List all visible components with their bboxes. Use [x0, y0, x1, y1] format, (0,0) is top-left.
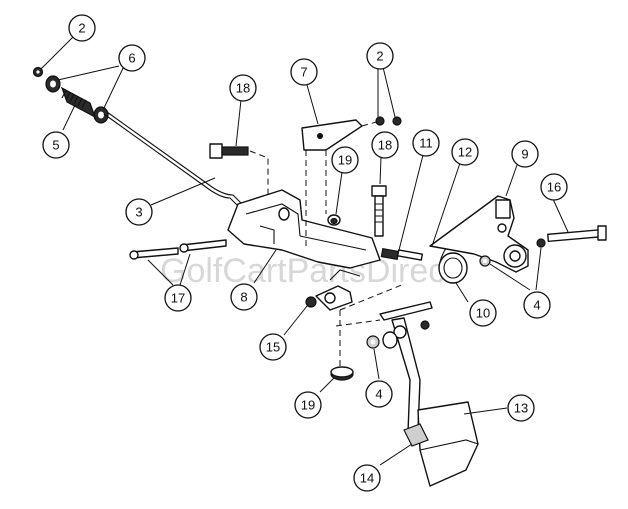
- svg-text:13: 13: [514, 401, 528, 416]
- svg-text:18: 18: [378, 138, 392, 153]
- bolt-part-17: [129, 239, 227, 260]
- svg-text:4: 4: [375, 387, 382, 402]
- svg-text:16: 16: [547, 180, 561, 195]
- callout-5: 5: [42, 131, 70, 159]
- bushing-part-19-lower: [330, 366, 354, 381]
- bracket-part-9: [429, 195, 529, 273]
- callout-17: 17: [164, 284, 192, 312]
- callout-18-right: 18: [371, 131, 399, 159]
- svg-text:9: 9: [521, 147, 528, 162]
- svg-text:2: 2: [376, 49, 383, 64]
- svg-text:11: 11: [419, 136, 433, 151]
- svg-text:5: 5: [52, 138, 59, 153]
- leader-lines: [40, 36, 569, 466]
- spring-part-5: [60, 86, 97, 119]
- svg-text:10: 10: [476, 306, 490, 321]
- callout-7: 7: [290, 58, 318, 86]
- svg-text:17: 17: [171, 291, 185, 306]
- bolt-part-18-right: [371, 185, 387, 237]
- bolt-part-16: [547, 225, 607, 243]
- nut-part-2-left: [32, 66, 44, 78]
- callout-10: 10: [469, 299, 497, 327]
- svg-text:8: 8: [240, 290, 247, 305]
- svg-text:19: 19: [301, 398, 315, 413]
- callout-19-upper: 19: [331, 146, 359, 174]
- svg-text:2: 2: [78, 21, 85, 36]
- svg-text:18: 18: [236, 81, 250, 96]
- washer-part-6-upper: [45, 75, 61, 93]
- callout-14: 14: [353, 464, 381, 492]
- callout-15: 15: [259, 333, 287, 361]
- nut-part-2-center: [361, 116, 402, 127]
- bushing-part-19-upper: [327, 214, 341, 226]
- callout-8: 8: [230, 283, 258, 311]
- callout-11: 11: [412, 129, 440, 157]
- callout-12: 12: [451, 138, 479, 166]
- bolt-part-18-left: [209, 143, 269, 210]
- callout-13: 13: [507, 394, 535, 422]
- bracket-part-8: [227, 189, 381, 269]
- callout-4-lower: 4: [365, 380, 393, 408]
- svg-text:7: 7: [300, 65, 307, 80]
- pedal-pad-part-13: [403, 401, 479, 487]
- bolt-part-11: [380, 247, 424, 261]
- callout-6: 6: [118, 44, 146, 72]
- washer-part-4-right: [479, 238, 546, 267]
- rod-part-3: [103, 111, 242, 207]
- callout-18-left: 18: [229, 74, 257, 102]
- fitting-part-15: [305, 269, 405, 370]
- callout-16: 16: [540, 173, 568, 201]
- callout-3: 3: [125, 198, 153, 226]
- callout-19-lower: 19: [294, 391, 322, 419]
- plate-part-7: [301, 119, 363, 248]
- callout-2-top-center: 2: [366, 42, 394, 70]
- coil-spring-part-10: [438, 235, 471, 284]
- callout-4-right: 4: [523, 291, 551, 319]
- svg-text:19: 19: [338, 153, 352, 168]
- svg-text:3: 3: [135, 205, 142, 220]
- svg-text:6: 6: [128, 51, 135, 66]
- callout-2-top-left: 2: [68, 14, 96, 42]
- washer-part-4-lower: [366, 331, 398, 349]
- callout-9: 9: [511, 140, 539, 168]
- svg-text:14: 14: [360, 471, 374, 486]
- svg-text:12: 12: [458, 145, 472, 160]
- svg-text:4: 4: [533, 298, 540, 313]
- svg-text:15: 15: [266, 340, 280, 355]
